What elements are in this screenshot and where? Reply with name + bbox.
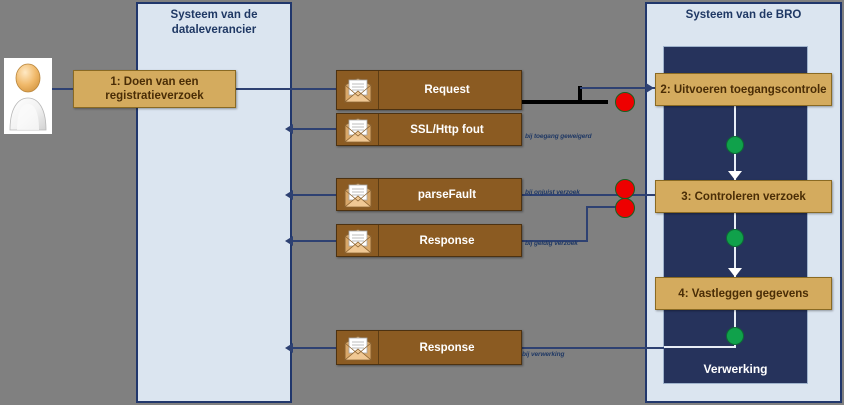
swimlane-dataleverancier-title: Systeem van de dataleverancier — [170, 9, 258, 36]
envelope-icon — [337, 331, 379, 364]
wire-response2-return-b — [522, 347, 665, 349]
person-icon — [9, 63, 47, 131]
envelope-icon-glyph — [343, 116, 372, 142]
step-box-4[interactable]: 4: Vastleggen gegevens — [655, 277, 832, 310]
envelope-icon — [337, 71, 379, 109]
message-box-response-1[interactable]: Response — [336, 224, 522, 257]
swimlane-dataleverancier — [136, 2, 292, 403]
message-label-response-2: Response — [419, 341, 475, 354]
step-box-2[interactable]: 2: Uitvoeren toegangscontrole — [655, 73, 832, 106]
step-box-1[interactable]: 1: Doen van een registratieverzoek — [73, 70, 236, 108]
flow-dot-1 — [726, 136, 744, 154]
arrow-response2-return — [285, 343, 293, 353]
arrow-sslfout-return — [285, 124, 293, 134]
wire-into-step2 — [580, 87, 655, 89]
wire-response1-return-b — [522, 240, 588, 242]
envelope-icon-glyph — [343, 77, 372, 103]
decision-dot-toegang — [615, 92, 635, 112]
arrow-parsefault-return — [285, 190, 293, 200]
wire-request-to-step2-h — [521, 100, 608, 104]
decision-dot-onjuist — [615, 179, 635, 199]
arrow-into-step2 — [646, 83, 654, 93]
annotation-geldig-verzoek: bij geldig verzoek — [525, 240, 578, 247]
message-box-response-2[interactable]: Response — [336, 330, 522, 365]
internal-flow-arrow-2 — [728, 268, 742, 277]
actor-dataleverancier — [4, 58, 52, 134]
message-box-parsefault[interactable]: parseFault — [336, 178, 522, 211]
message-box-request[interactable]: Request — [336, 70, 522, 110]
wire-response1-return-c — [586, 206, 626, 208]
annotation-verwerking: bij verwerking — [522, 351, 565, 358]
message-label-response-1: Response — [419, 234, 475, 247]
envelope-icon-glyph — [343, 181, 372, 207]
flow-dot-3 — [726, 327, 744, 345]
wire-parsefault-return-b — [440, 194, 655, 196]
flow-dot-2 — [726, 229, 744, 247]
wire-step1-to-request — [236, 88, 338, 90]
swimlane-bro-title: Systeem van de BRO — [685, 9, 802, 21]
wire-response2-return-a — [292, 347, 338, 349]
wire-parsefault-return-a — [292, 194, 338, 196]
envelope-icon — [337, 114, 379, 145]
envelope-icon-glyph — [343, 334, 372, 360]
internal-flow-arrow-1 — [728, 171, 742, 180]
message-label-sslfout: SSL/Http fout — [410, 123, 484, 136]
internal-flow-line-4 — [664, 346, 736, 348]
arrow-response1-return — [285, 236, 293, 246]
annotation-onjuist-verzoek: bij onjuist verzoek — [525, 189, 580, 196]
wire-response1-return-a — [292, 240, 338, 242]
message-box-sslfout[interactable]: SSL/Http fout — [336, 113, 522, 146]
envelope-icon — [337, 179, 379, 210]
message-label-request: Request — [424, 84, 470, 96]
wire-request-to-step2-v — [578, 86, 582, 104]
envelope-icon — [337, 225, 379, 256]
step-box-3[interactable]: 3: Controleren verzoek — [655, 180, 832, 213]
wire-sslfout-return — [292, 128, 337, 130]
message-label-parsefault: parseFault — [417, 188, 477, 201]
wire-actor-to-step1 — [48, 88, 75, 90]
envelope-icon-glyph — [343, 227, 372, 253]
annotation-toegang-geweigerd: bij toegang geweigerd — [525, 133, 592, 140]
bro-column-label: Verwerking — [703, 362, 768, 376]
wire-response1-return-v — [586, 206, 588, 242]
decision-dot-geldig — [615, 198, 635, 218]
